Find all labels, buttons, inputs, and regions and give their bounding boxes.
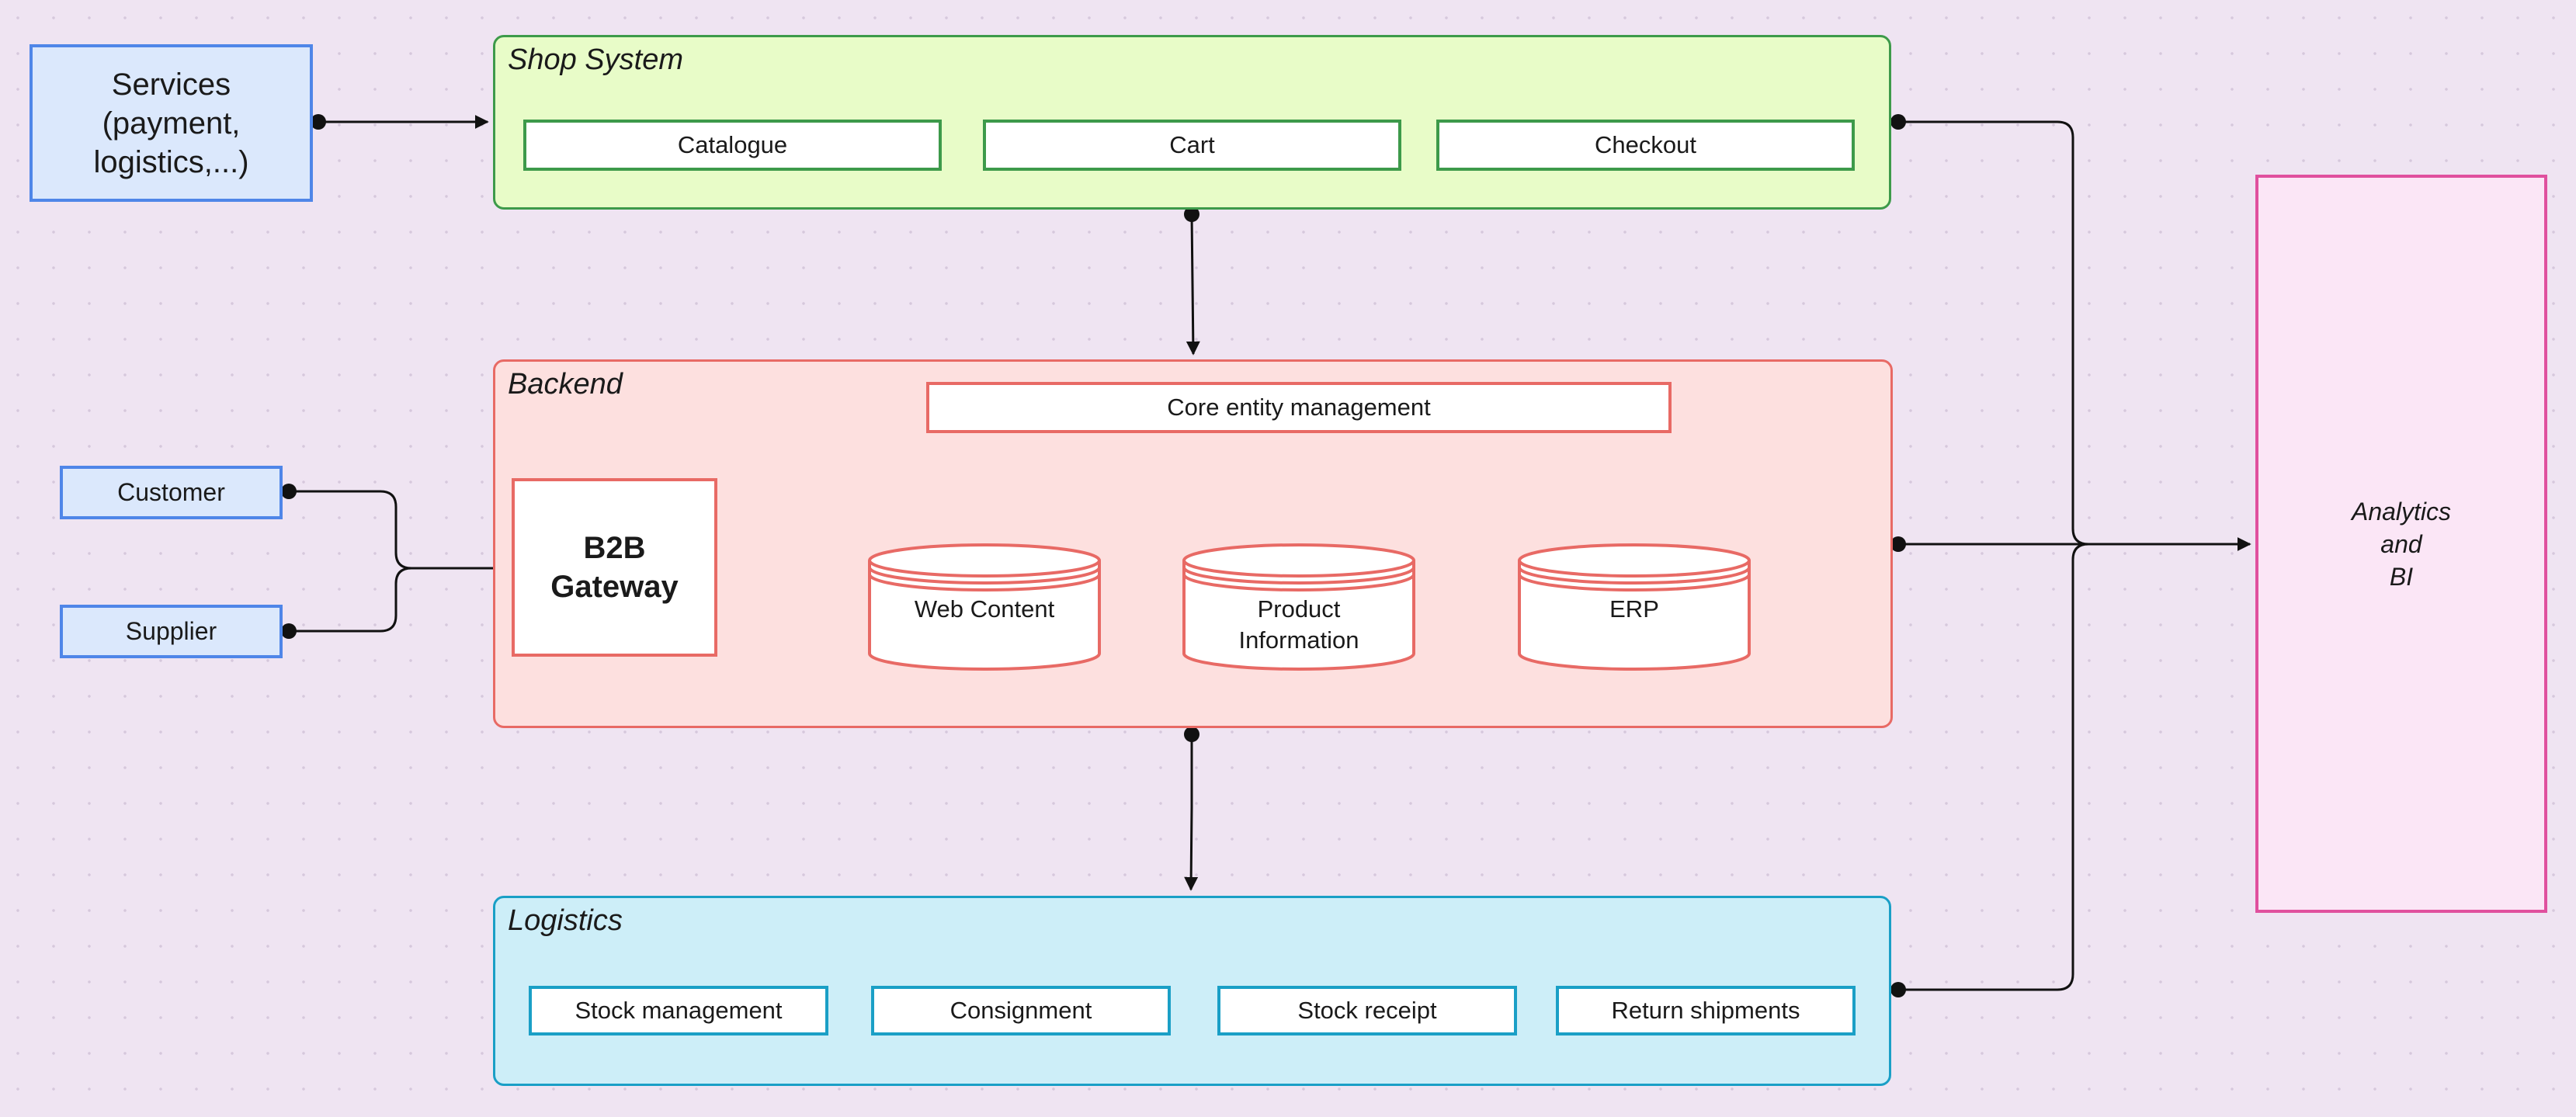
connector-dot: [281, 623, 297, 639]
b2b-gateway[interactable]: B2B Gateway: [512, 478, 717, 657]
services-label-line2: (payment,: [102, 106, 241, 140]
connector-shop-to-backend: [1186, 213, 1200, 356]
services-node[interactable]: Services (payment, logistics,...): [30, 44, 313, 202]
supplier-node[interactable]: Supplier: [60, 605, 283, 658]
connector-customer-to-gateway: [289, 490, 508, 575]
connector-dot: [1890, 536, 1906, 552]
shop-item-checkout[interactable]: Checkout: [1436, 120, 1855, 171]
connector-dot: [1890, 982, 1906, 997]
analytics-bi-node[interactable]: Analytics and BI: [2255, 175, 2547, 913]
connector-dot: [281, 484, 297, 499]
analytics-label-line3: BI: [2389, 562, 2414, 591]
analytics-label-line1: Analytics: [2351, 497, 2452, 526]
logistics-item-return-shipments[interactable]: Return shipments: [1556, 986, 1856, 1035]
backend-title: Backend: [508, 368, 623, 401]
shop-item-cart[interactable]: Cart: [983, 120, 1401, 171]
logistics-item-consignment[interactable]: Consignment: [871, 986, 1171, 1035]
b2b-gateway-line2: Gateway: [550, 570, 679, 604]
database-erp[interactable]: ERP: [1517, 543, 1751, 672]
logistics-item-stock-management[interactable]: Stock management: [529, 986, 828, 1035]
database-product-information[interactable]: Product Information: [1182, 543, 1416, 672]
connector-logistics-to-analytics: [1898, 543, 2089, 991]
connector-dot: [1184, 206, 1199, 222]
customer-node[interactable]: Customer: [60, 466, 283, 519]
connector-backend-to-logistics: [1184, 734, 1199, 891]
b2b-gateway-line1: B2B: [583, 531, 646, 565]
connector-dot: [311, 114, 326, 130]
services-label-line3: logistics,...): [93, 144, 249, 179]
shop-item-catalogue[interactable]: Catalogue: [523, 120, 942, 171]
connector-supplier-to-gateway: [289, 567, 412, 633]
services-label-line1: Services: [111, 67, 231, 102]
connector-dot: [1184, 727, 1199, 742]
database-web-content[interactable]: Web Content: [867, 543, 1102, 672]
database-product-information-label-line1: Product: [1258, 595, 1341, 623]
core-entity-management[interactable]: Core entity management: [926, 382, 1672, 433]
connector-shop-to-analytics: [1898, 120, 2089, 546]
shop-system-title: Shop System: [508, 43, 683, 76]
logistics-title: Logistics: [508, 904, 623, 937]
connector-dot: [1890, 114, 1906, 130]
logistics-item-stock-receipt[interactable]: Stock receipt: [1217, 986, 1517, 1035]
database-web-content-label: Web Content: [915, 595, 1055, 623]
analytics-label-line2: and: [2380, 529, 2422, 558]
database-product-information-label-line2: Information: [1238, 626, 1359, 654]
database-erp-label: ERP: [1609, 595, 1659, 623]
